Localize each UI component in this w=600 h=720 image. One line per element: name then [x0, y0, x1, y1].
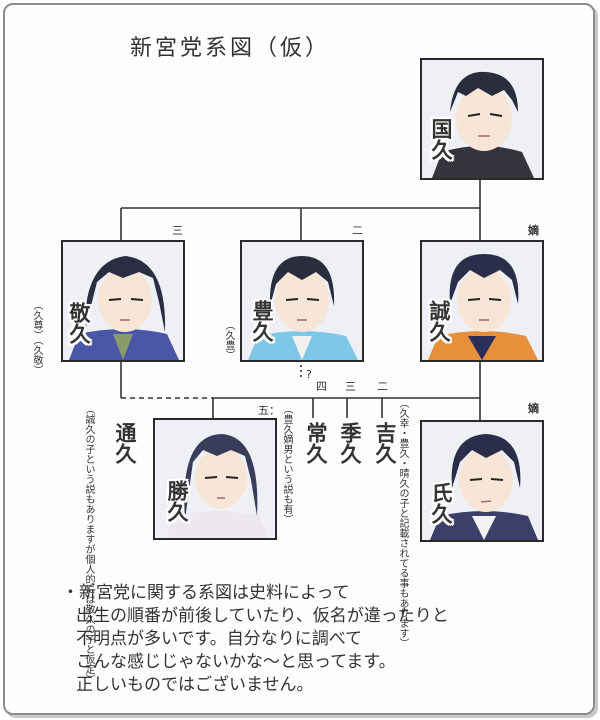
label-heir-top: 嫡	[528, 224, 539, 237]
name-ujihisa: 氏久	[429, 482, 453, 524]
note-tsunehisa: （豊久嫡男という説も有）	[281, 404, 292, 524]
name-sanehisa: 誠久	[427, 300, 451, 342]
footnote-line-3: 不明点が多いです。自分なりに調べて	[76, 629, 363, 649]
label-second: 二	[352, 224, 363, 237]
portrait-takahisa	[61, 240, 185, 362]
name-kunihisa: 国久	[429, 118, 453, 160]
face-illustration	[155, 420, 275, 538]
portrait-toyohisa	[240, 240, 364, 362]
portrait-katsuhisa	[153, 418, 277, 540]
label-fifth: 五：	[258, 404, 280, 417]
label-second-child: 二	[377, 380, 388, 393]
portrait-kunihisa	[420, 58, 544, 180]
portrait-ujihisa	[420, 420, 544, 542]
portrait-sanehisa	[420, 240, 544, 362]
name-michihisa: 通久	[113, 422, 137, 464]
label-fourth: 四	[316, 380, 327, 393]
note-takahisa: （久尊）（久敬）	[31, 300, 42, 375]
name-yoshihisa: 吉久	[373, 422, 397, 464]
face-illustration	[422, 422, 542, 540]
face-illustration	[422, 60, 542, 178]
footnote-line-1: ・新宮党に関する系図は史料によって	[62, 583, 350, 603]
label-heir-bottom: 嫡	[528, 402, 539, 415]
name-toyohisa: 豊久	[250, 300, 274, 342]
name-katsuhisa: 勝久	[165, 480, 189, 522]
footnote-line-2: 出生の順番が前後していたり、仮名が違ったりと	[76, 606, 449, 626]
footnote-line-5: 正しいものではございません。	[76, 675, 314, 695]
chart-title: 新宮党系図（仮）	[130, 36, 331, 61]
note-michihisa: （誠久の子という説もありますが個人的には敬久の子と仮定）	[83, 404, 94, 684]
name-takahisa: 敬久	[67, 302, 91, 344]
face-illustration	[242, 242, 362, 360]
footnote-line-4: こんな感じじゃないかな～と思ってます。	[76, 652, 396, 672]
note-yoshihisa: （久幸・豊久・晴久の子と記載されてる事もあります）	[397, 398, 408, 648]
note-toyohisa: （久豊）	[223, 320, 234, 360]
name-suehisa: 季久	[338, 422, 362, 464]
label-third: 三	[172, 224, 183, 237]
label-question: ?	[306, 368, 312, 381]
footnote: ・新宮党に関する系図は史料によって 出生の順番が前後していたり、仮名が違ったりと…	[62, 582, 449, 697]
face-illustration	[63, 242, 183, 360]
label-third-child: 三	[345, 380, 356, 393]
name-tsunehisa: 常久	[304, 422, 328, 464]
face-illustration	[422, 242, 542, 360]
